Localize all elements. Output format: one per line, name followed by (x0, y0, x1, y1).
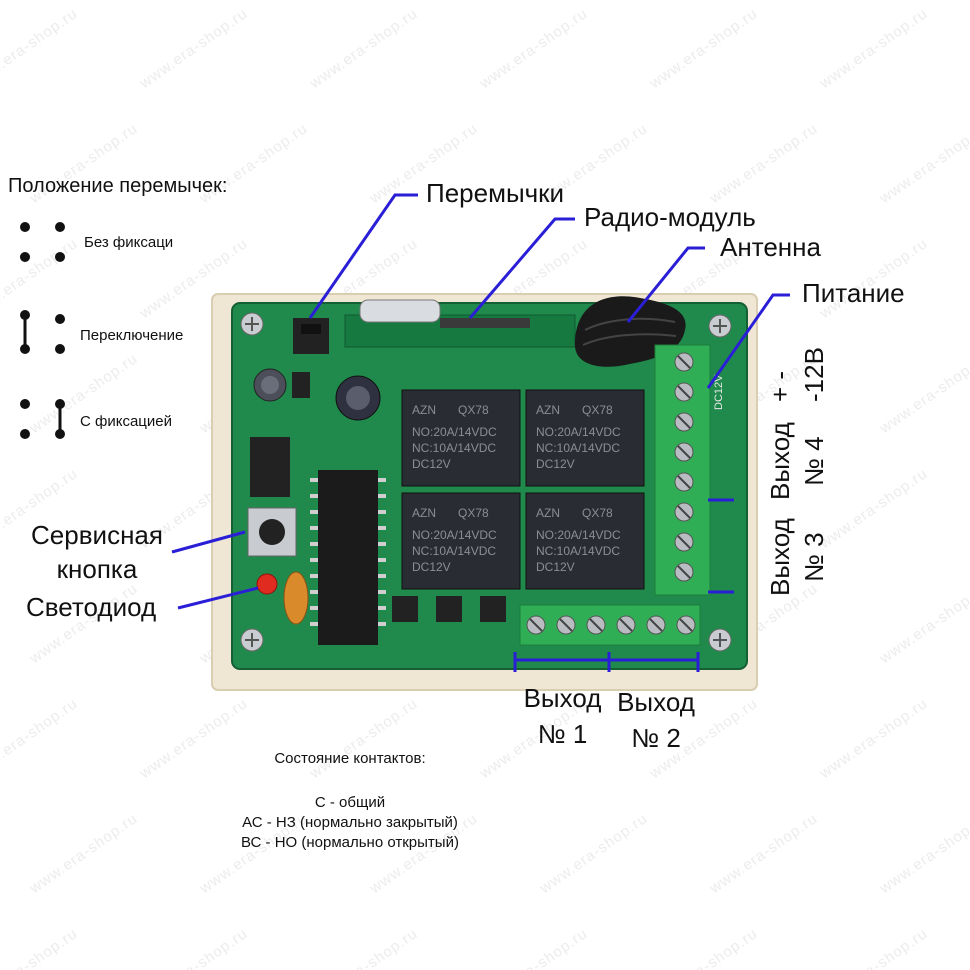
ic-small (250, 437, 290, 497)
relay-spec: NC:10A/14VDC (412, 441, 496, 455)
label-service-line1: Сервисная (31, 520, 163, 550)
jumper-dot (55, 314, 65, 324)
relay-spec: DC12V (412, 457, 451, 471)
jumper-dot (20, 344, 30, 354)
pointer-led (177, 586, 259, 610)
pointer-jumpers (308, 193, 418, 319)
relay-model: QX78 (582, 403, 613, 417)
label-antenna: Антенна (720, 232, 821, 262)
label-power-voltage: -12В (799, 347, 829, 402)
jumper-dot (20, 222, 30, 232)
relay-spec: DC12V (412, 560, 451, 574)
label-output-1-number: № 1 (537, 719, 588, 749)
label-output-2: Выход № 2 (610, 684, 702, 756)
label-output-3-number: № 3 (799, 532, 829, 582)
relay-model: QX78 (582, 506, 613, 520)
mounting-screws (240, 312, 732, 652)
relay-spec: DC12V (536, 457, 575, 471)
label-power: Питание (802, 278, 905, 308)
relay-spec: NC:10A/14VDC (536, 544, 620, 558)
power-marking: DC12V (713, 374, 725, 410)
label-output-2-title: Выход (617, 687, 695, 717)
relay-spec: NC:10A/14VDC (536, 441, 620, 455)
label-jumpers: Перемычки (426, 178, 565, 208)
jumper-dot (55, 344, 65, 354)
label-output-4-number: № 4 (799, 436, 829, 486)
ceramic-capacitor (283, 571, 309, 625)
label-output-1-title: Выход (523, 683, 602, 713)
jumper-dot (55, 222, 65, 232)
jumper-dot (55, 429, 65, 439)
jumper-dot (20, 252, 30, 262)
relay-brand: AZN (536, 506, 560, 520)
label-output-4-title: Выход (765, 422, 795, 500)
relay-spec: NC:10A/14VDC (412, 544, 496, 558)
jumper-dot (55, 252, 65, 262)
relay-spec: NO:20A/14VDC (412, 425, 497, 439)
led-part (256, 573, 278, 595)
label-output-3-title: Выход (765, 518, 795, 596)
label-output-2-number: № 2 (631, 723, 681, 753)
jumper-dot (20, 399, 30, 409)
jumper-mode-fix: С фиксацией (80, 413, 172, 430)
relay-spec: NO:20A/14VDC (412, 528, 497, 542)
jumper-mode-no-fix: Без фиксаци (84, 234, 174, 251)
label-output-1: Выход № 1 (515, 680, 610, 752)
jumper-legend-diagram (20, 222, 65, 439)
ic-main (310, 470, 386, 645)
relay-model: QX78 (458, 506, 489, 520)
pointer-antenna (626, 246, 705, 323)
label-radio-module: Радио-модуль (584, 202, 756, 232)
terminal-block-bottom (519, 604, 701, 646)
relay-brand: AZN (536, 403, 560, 417)
jumper-dot (20, 429, 30, 439)
relay-spec: NO:20A/14VDC (536, 528, 621, 542)
relay-group (401, 389, 645, 590)
contact-c: С - общий (314, 794, 386, 811)
pointer-power (706, 293, 790, 389)
relay-model: QX78 (458, 403, 489, 417)
relay-markings: AZN QX78 NO:20A/14VDC NC:10A/14VDC DC12V… (412, 403, 621, 574)
pointer-radio (468, 217, 575, 319)
jumper-legend-title: Положение перемычек: (8, 175, 228, 197)
pointer-service-button (171, 530, 246, 554)
relay-brand: AZN (412, 506, 436, 520)
relay-spec: NO:20A/14VDC (536, 425, 621, 439)
label-service-line2: кнопка (56, 554, 138, 584)
relay-spec: DC12V (536, 560, 575, 574)
relay-brand: AZN (412, 403, 436, 417)
crystal (359, 299, 441, 323)
contacts-title: Состояние контактов: (274, 750, 426, 767)
jumper-dot (55, 399, 65, 409)
contact-bc: ВС - НО (нормально открытый) (241, 834, 459, 851)
contact-ac: АС - НЗ (нормально закрытый) (242, 814, 458, 831)
label-led: Светодиод (26, 592, 157, 622)
label-service-button: Сервисная кнопка (22, 518, 172, 586)
jumper-mode-switching: Переключение (80, 327, 184, 344)
contacts-legend: С - общий АС - НЗ (нормально закрытый) В… (220, 793, 480, 853)
label-power-polarity: + - (765, 370, 795, 402)
jumper-dot (20, 310, 30, 320)
